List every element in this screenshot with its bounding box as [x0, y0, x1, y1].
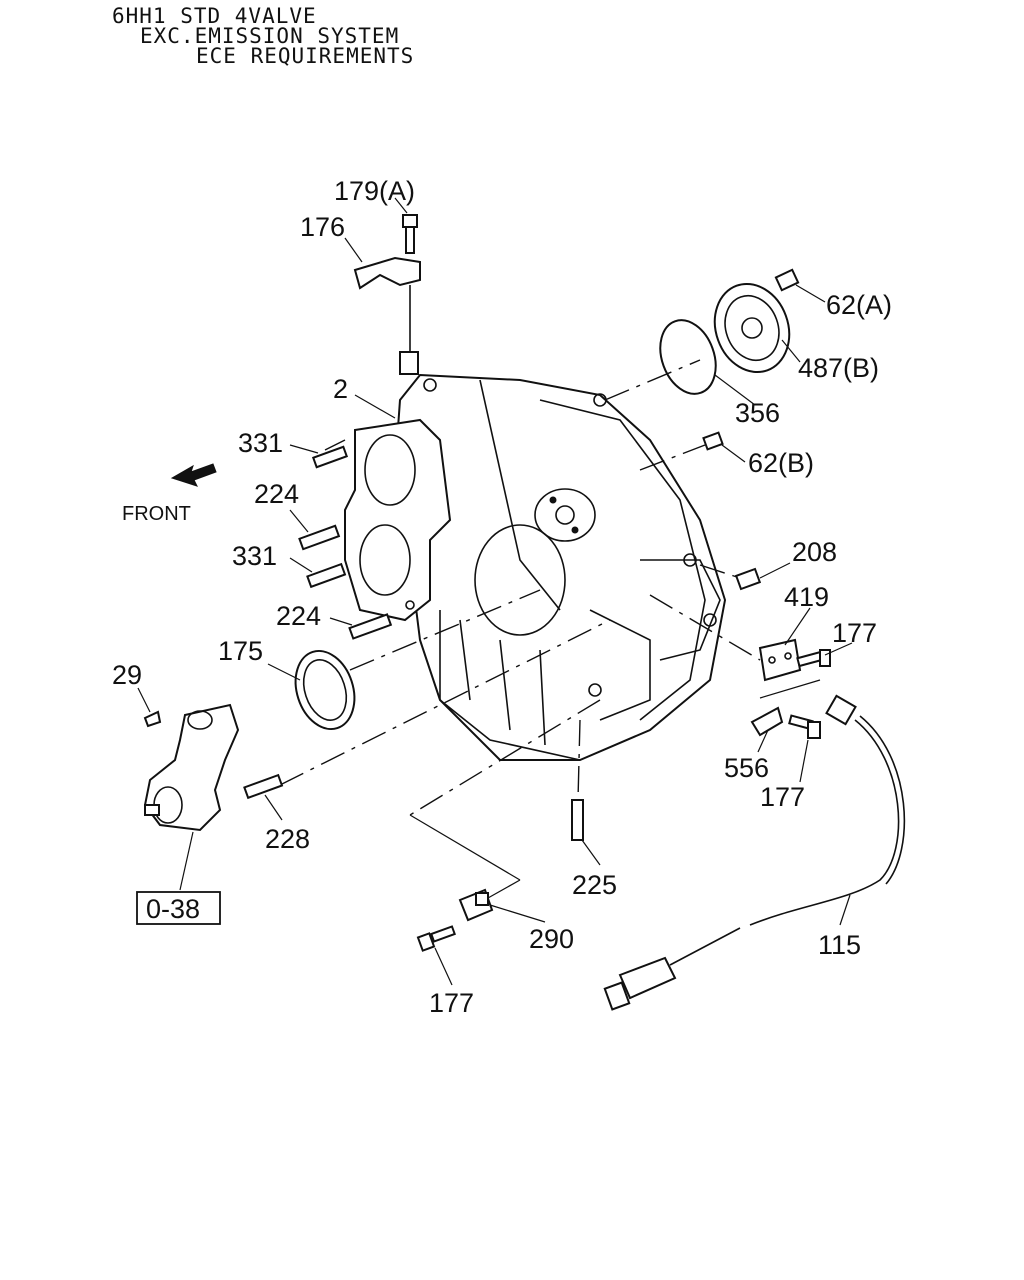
rear-plate — [344, 418, 452, 622]
actuator-assembly — [143, 703, 240, 832]
callout-224-lower: 224 — [276, 601, 321, 631]
callout-176: 176 — [300, 212, 345, 242]
oil-seal-175 — [294, 649, 356, 731]
bolt-62b-icon — [702, 431, 724, 451]
stud-224-lower-icon — [348, 613, 393, 640]
callout-179a: 179(A) — [334, 176, 415, 206]
callout-177-right-lower: 177 — [760, 782, 805, 812]
front-label: FRONT — [122, 503, 191, 525]
bolt-177-right-upper-icon — [796, 649, 831, 668]
front-arrow-icon — [170, 463, 217, 487]
stud-331-lower-icon — [306, 562, 347, 589]
sensor-harness-115 — [603, 694, 906, 1011]
stud-331-upper-icon — [311, 445, 349, 469]
callout-228: 228 — [265, 824, 310, 854]
clip-556-icon — [750, 706, 784, 737]
callout-487b: 487(B) — [798, 353, 879, 383]
callout-331-upper: 331 — [238, 428, 283, 458]
plug-208-icon — [734, 567, 762, 591]
bolt-177-lower-icon — [416, 925, 456, 952]
callout-225: 225 — [572, 870, 617, 900]
plate-419 — [758, 638, 802, 682]
bracket-176 — [353, 256, 421, 375]
stud-224-upper-icon — [298, 524, 341, 551]
callout-208: 208 — [792, 537, 837, 567]
callout-62a: 62(A) — [826, 290, 892, 320]
cover-487b — [713, 282, 791, 374]
callout-556: 556 — [724, 753, 769, 783]
assembly-lines — [279, 359, 761, 816]
bolt-179a-icon — [402, 214, 418, 254]
callout-290: 290 — [529, 924, 574, 954]
callout-356: 356 — [735, 398, 780, 428]
callout-175: 175 — [218, 636, 263, 666]
bolt-62a-icon — [774, 268, 800, 292]
reference-box-label: 0-38 — [146, 894, 200, 924]
pin-29-icon — [143, 710, 162, 728]
callout-29: 29 — [112, 660, 142, 690]
callout-62b: 62(B) — [748, 448, 814, 478]
stud-225-icon — [571, 799, 584, 841]
callout-2: 2 — [333, 374, 348, 404]
leader-lines — [137, 197, 853, 986]
callout-419: 419 — [784, 582, 829, 612]
pin-228-icon — [243, 773, 284, 800]
header-line-3: ECE REQUIREMENTS — [196, 44, 415, 68]
bolt-177-right-lower-icon — [788, 714, 821, 739]
header-line-2: EXC.EMISSION SYSTEM — [140, 24, 400, 48]
callout-331-lower: 331 — [232, 541, 277, 571]
header-line-1: 6HH1 STD 4VALVE — [112, 4, 317, 28]
o-ring-356 — [659, 319, 717, 395]
callout-177-right-upper: 177 — [832, 618, 877, 648]
sensor-290-icon — [458, 888, 494, 922]
reference-box[interactable]: 0-38 — [136, 891, 221, 925]
flywheel-housing — [393, 373, 727, 761]
callout-177-lower: 177 — [429, 988, 474, 1018]
callout-115: 115 — [818, 930, 861, 960]
callout-224-upper: 224 — [254, 479, 299, 509]
